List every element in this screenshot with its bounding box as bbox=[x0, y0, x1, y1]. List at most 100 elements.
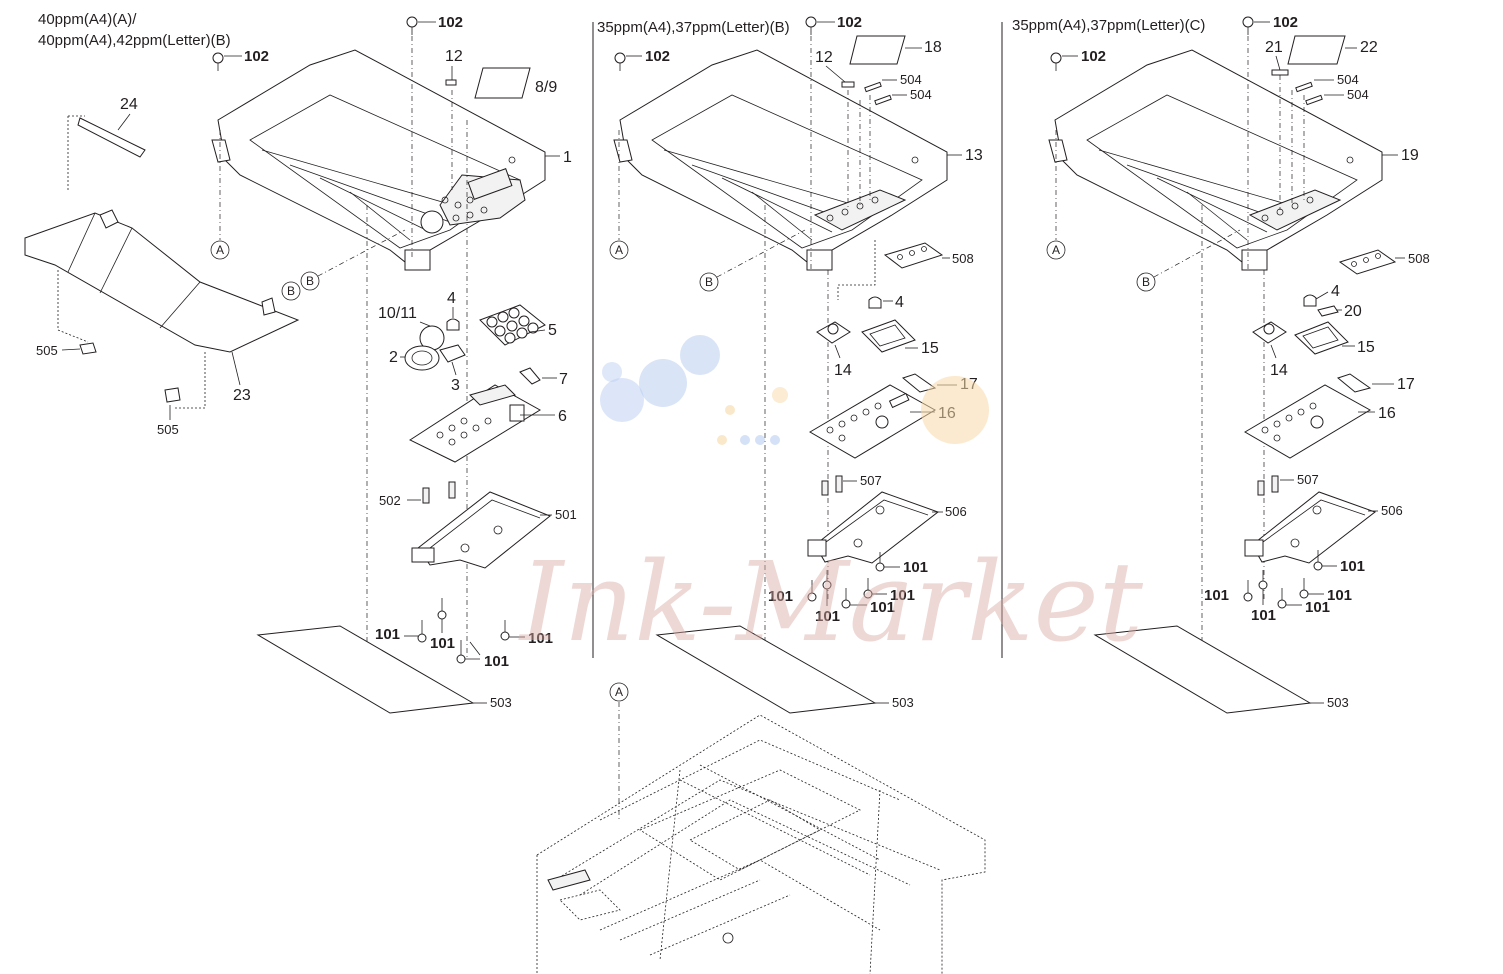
key-frame-part bbox=[861, 319, 916, 353]
bracket-part bbox=[439, 344, 466, 363]
panel-frame-part bbox=[411, 491, 551, 569]
label-16: 16 bbox=[1378, 405, 1396, 422]
panel-frame-part bbox=[1244, 491, 1377, 564]
key-frame-part bbox=[1294, 321, 1349, 355]
switch-holder-part bbox=[816, 321, 851, 344]
label-503: 503 bbox=[1327, 695, 1349, 710]
screw-icon bbox=[406, 16, 418, 35]
label-101: 101 bbox=[1305, 599, 1330, 616]
label-8-9: 8/9 bbox=[535, 79, 557, 96]
cable-part bbox=[519, 367, 541, 385]
label-102: 102 bbox=[645, 48, 670, 65]
label-506: 506 bbox=[945, 504, 967, 519]
label-13: 13 bbox=[965, 147, 983, 164]
screw-icon bbox=[1277, 588, 1287, 609]
label-2: 2 bbox=[389, 349, 398, 366]
label-102: 102 bbox=[1273, 14, 1298, 31]
screw-icon bbox=[807, 580, 817, 602]
dial-holder-part bbox=[404, 345, 440, 371]
cable-part bbox=[1336, 373, 1372, 393]
label-102: 102 bbox=[1081, 48, 1106, 65]
switch-holder-part bbox=[1252, 321, 1287, 344]
label-4: 4 bbox=[447, 290, 456, 307]
label-12: 12 bbox=[815, 49, 833, 66]
label-sticker-part bbox=[1271, 69, 1289, 76]
label-20: 20 bbox=[1344, 303, 1362, 320]
panel-pcb-part bbox=[809, 384, 936, 459]
column-1-header-line-2: 40ppm(A4),42ppm(Letter)(B) bbox=[38, 32, 231, 49]
screw-icon bbox=[1242, 16, 1254, 35]
label-504: 504 bbox=[910, 87, 932, 102]
label-505: 505 bbox=[36, 343, 58, 358]
keypad-part bbox=[479, 304, 546, 346]
reference-a-marker bbox=[609, 240, 629, 260]
screw-icon bbox=[437, 598, 447, 620]
label-6: 6 bbox=[558, 408, 567, 425]
label-102: 102 bbox=[438, 14, 463, 31]
column-1-parts: 102 102 1 12 8/9 bbox=[24, 14, 577, 714]
label-12: 12 bbox=[445, 48, 463, 65]
reference-b-marker bbox=[281, 281, 301, 301]
label-101: 101 bbox=[375, 626, 400, 643]
label-505: 505 bbox=[157, 422, 179, 437]
spring-part bbox=[1257, 475, 1279, 496]
column-3-parts: 102 102 19 21 22 504 504 bbox=[1046, 14, 1430, 714]
spring-part bbox=[821, 475, 843, 496]
label-7: 7 bbox=[559, 371, 568, 388]
reference-b-marker bbox=[300, 271, 320, 291]
top-cover-part bbox=[1048, 49, 1383, 271]
clip-part bbox=[164, 387, 181, 403]
label-507: 507 bbox=[860, 473, 882, 488]
svg-text:B: B bbox=[705, 275, 713, 289]
label-101: 101 bbox=[1251, 607, 1276, 624]
label-504: 504 bbox=[1337, 72, 1359, 87]
label-14: 14 bbox=[1270, 362, 1288, 379]
reference-a-marker bbox=[1046, 240, 1066, 260]
label-10-11: 10/11 bbox=[378, 305, 417, 322]
column-1-header-line-1: 40ppm(A4)(A)/ bbox=[38, 11, 137, 28]
svg-text:A: A bbox=[615, 685, 623, 699]
label-4: 4 bbox=[895, 294, 904, 311]
label-502: 502 bbox=[379, 493, 401, 508]
column-2-parts: 102 102 13 12 18 504 504 bbox=[609, 14, 983, 714]
column-2-header: 35ppm(A4),37ppm(Letter)(B) bbox=[597, 19, 790, 36]
svg-text:A: A bbox=[216, 243, 224, 257]
label-18: 18 bbox=[924, 39, 942, 56]
screw-icon bbox=[1299, 578, 1309, 599]
reference-b-marker bbox=[1136, 272, 1156, 292]
label-503: 503 bbox=[892, 695, 914, 710]
cover-plate-part bbox=[1338, 249, 1397, 275]
screw-icon bbox=[841, 588, 851, 609]
label-101: 101 bbox=[1340, 558, 1365, 575]
label-101: 101 bbox=[528, 630, 553, 647]
name-plate-part bbox=[1287, 35, 1346, 65]
svg-text:B: B bbox=[306, 274, 314, 288]
label-15: 15 bbox=[1357, 339, 1375, 356]
name-plate-part bbox=[474, 67, 531, 99]
label-23: 23 bbox=[233, 387, 251, 404]
label-508: 508 bbox=[952, 251, 974, 266]
label-22: 22 bbox=[1360, 39, 1378, 56]
screw-icon bbox=[1050, 52, 1062, 71]
label-101: 101 bbox=[484, 653, 509, 670]
label-1: 1 bbox=[563, 149, 572, 166]
output-tray-part bbox=[24, 209, 300, 353]
label-101: 101 bbox=[903, 559, 928, 576]
label-17: 17 bbox=[1397, 376, 1415, 393]
screw-icon bbox=[212, 52, 224, 71]
clip-part bbox=[79, 342, 97, 355]
panel-frame-part bbox=[807, 491, 940, 564]
screw-icon bbox=[614, 52, 626, 71]
svg-text:A: A bbox=[615, 243, 623, 257]
knob-part bbox=[1303, 294, 1317, 307]
knob-part bbox=[868, 296, 882, 309]
label-3: 3 bbox=[451, 377, 460, 394]
printer-body: A bbox=[536, 682, 986, 974]
label-101: 101 bbox=[890, 587, 915, 604]
label-506: 506 bbox=[1381, 503, 1403, 518]
reference-a-marker bbox=[609, 682, 629, 702]
label-507: 507 bbox=[1297, 472, 1319, 487]
label-102: 102 bbox=[244, 48, 269, 65]
watermark-text: Ink-Market bbox=[518, 538, 1144, 666]
